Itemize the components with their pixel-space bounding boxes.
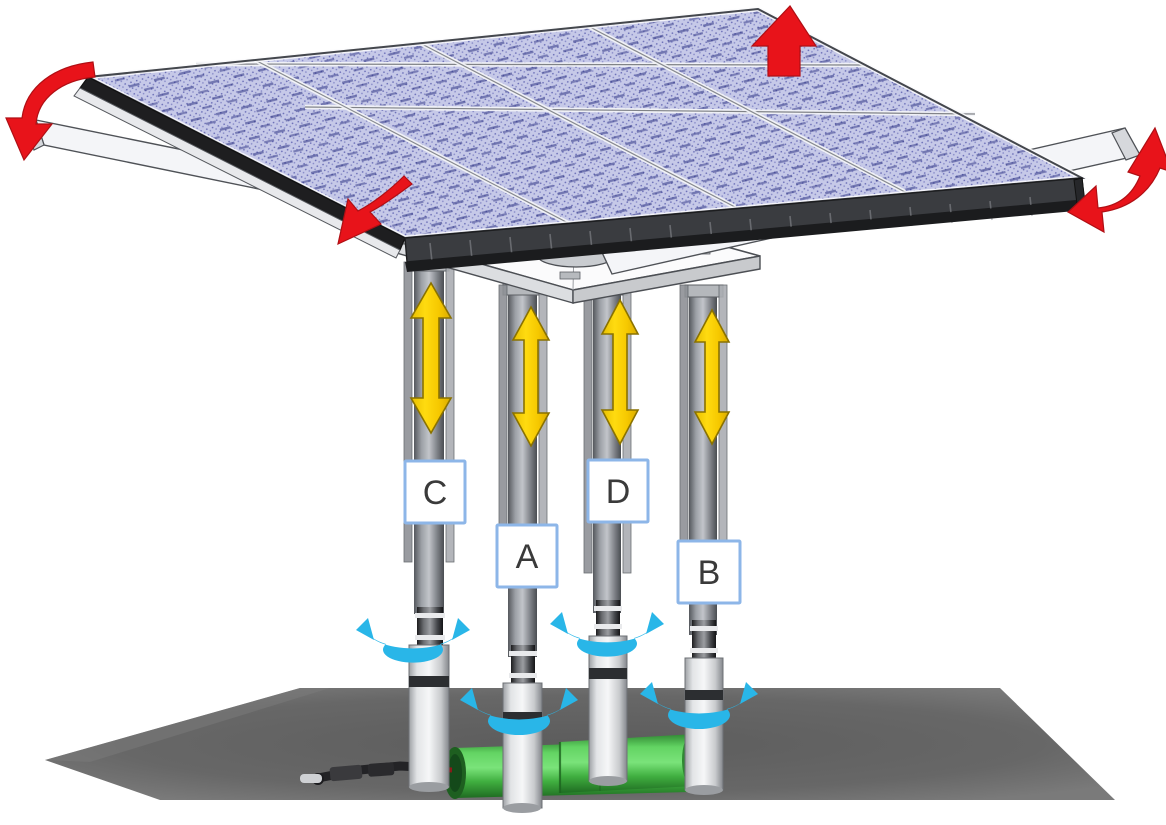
linear-arrow-leg-d [600, 298, 640, 446]
rotation-ring-b-lower [640, 682, 758, 730]
leg-guide-tubes [403, 261, 728, 586]
rotation-ring-c-upper [356, 618, 470, 663]
linear-arrow-leg-a [511, 305, 551, 448]
linear-arrow-leg-b [693, 308, 731, 446]
label-box-c[interactable]: C [403, 459, 467, 525]
actuator-leg-c [408, 257, 450, 792]
label-box-a-text: A [516, 538, 539, 576]
label-box-d-text: D [606, 473, 631, 511]
linear-arrow-leg-c [409, 281, 453, 435]
rotation-ring-a-lower [460, 688, 578, 736]
label-box-b-text: B [698, 554, 721, 592]
rotation-arrow-center [337, 175, 413, 246]
rotation-ring-d-upper [550, 612, 664, 657]
label-box-d[interactable]: D [586, 458, 650, 524]
rotation-arrow-top [750, 5, 818, 77]
label-box-a[interactable]: A [495, 523, 559, 589]
actuator-leg-d [588, 282, 628, 786]
solar-panel-array [25, 6, 1142, 275]
rotation-arrow-left [5, 61, 96, 162]
label-box-c-text: C [423, 474, 448, 512]
rotation-arrow-right [1066, 126, 1166, 234]
label-box-b[interactable]: B [676, 539, 742, 605]
